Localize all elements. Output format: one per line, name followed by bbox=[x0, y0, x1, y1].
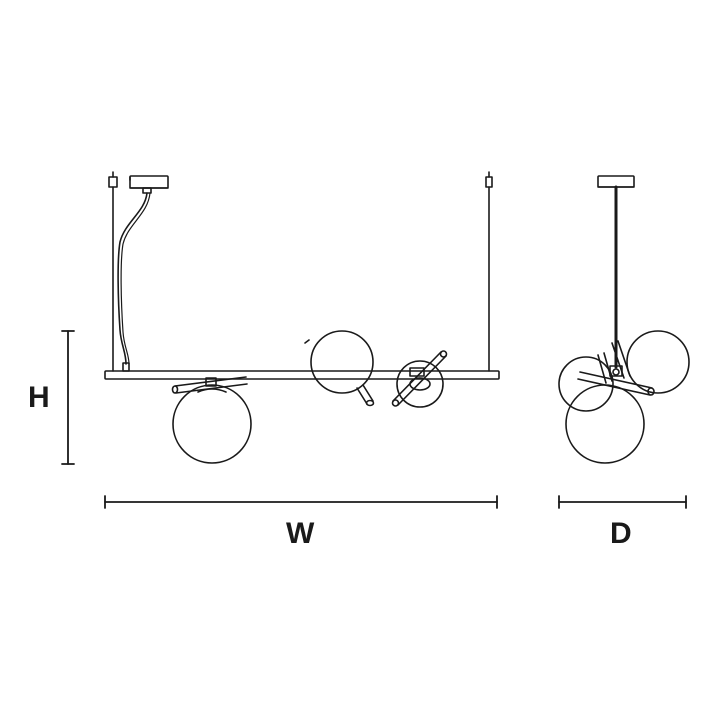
side-globe-bottom bbox=[565, 384, 645, 464]
front-view bbox=[104, 171, 500, 464]
width-label: W bbox=[286, 517, 315, 550]
side-globe-left bbox=[558, 356, 614, 412]
horizontal-bar bbox=[104, 370, 500, 380]
ceiling-canopy bbox=[129, 175, 169, 194]
globe-lower-left bbox=[171, 376, 252, 464]
depth-label: D bbox=[610, 517, 632, 550]
height-label: H bbox=[28, 381, 50, 414]
dimension-h-line bbox=[61, 330, 75, 465]
dimension-w-line bbox=[104, 495, 498, 509]
right-suspension-wire bbox=[485, 171, 493, 372]
side-view bbox=[558, 175, 690, 464]
side-canopy bbox=[597, 175, 635, 188]
globe-upper-middle bbox=[304, 330, 375, 407]
left-suspension-wire bbox=[108, 171, 118, 372]
dimension-d-line bbox=[558, 495, 687, 509]
side-globe-right bbox=[626, 330, 690, 394]
power-cord bbox=[117, 192, 148, 365]
globe-right bbox=[391, 350, 448, 408]
